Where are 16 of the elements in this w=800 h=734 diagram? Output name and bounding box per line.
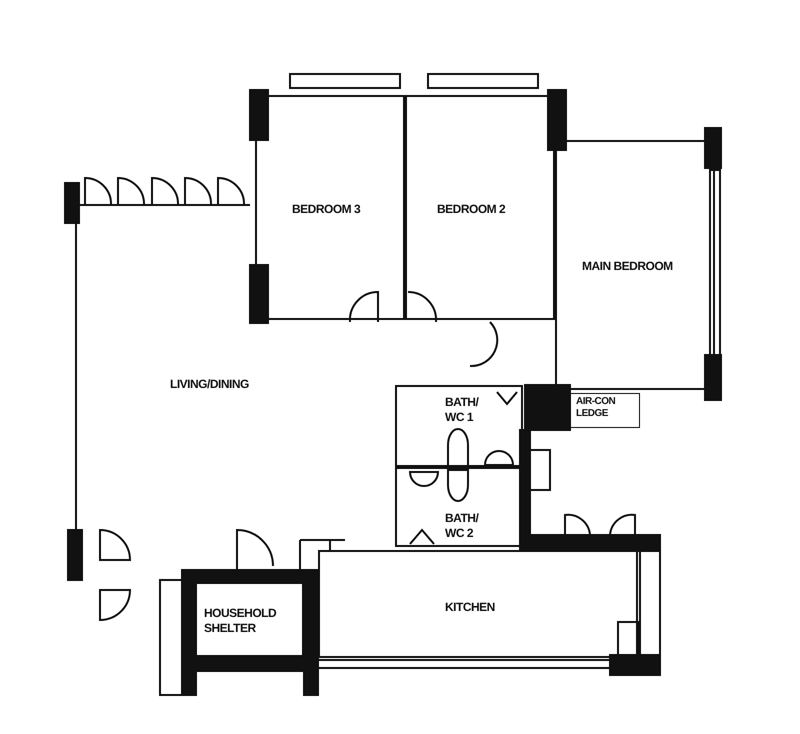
room-label: KITCHEN [445,600,495,615]
room-outline [395,385,523,467]
room-label: BATH/ WC 1 [445,395,480,425]
room-label: LIVING/DINING [170,377,249,392]
room-label: AIR-CON LEDGE [576,396,616,420]
room-outline [555,140,715,390]
room-outline [194,582,304,657]
room-outline [570,393,640,428]
room-label: BATH/ WC 2 [445,511,480,541]
room-label: MAIN BEDROOM [582,259,673,274]
room-label: BEDROOM 3 [292,202,360,217]
room-label: BEDROOM 2 [437,202,506,217]
room-outline [255,95,405,320]
room-outline [318,550,638,658]
room-label: HOUSEHOLD SHELTER [204,606,278,636]
room-outline [405,95,555,320]
